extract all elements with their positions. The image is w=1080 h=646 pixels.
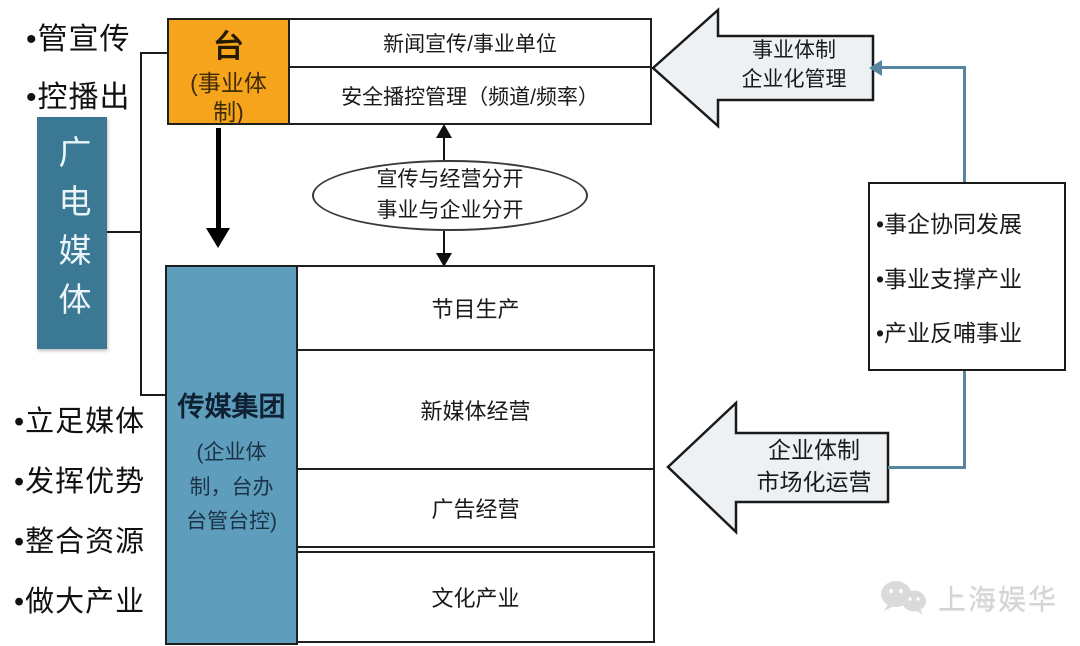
feedback-line-bottom — [888, 466, 966, 469]
up-arrow-icon — [436, 124, 452, 138]
feedback-line-vertical-lower — [963, 369, 966, 469]
feedback-line-top — [880, 66, 966, 69]
principle-institution-supports-industry: •事业支撑产业 — [876, 265, 1023, 292]
down-connector-shaft — [443, 231, 445, 255]
bracket-middle-line — [105, 231, 142, 233]
row-program-production: 节目生产 — [296, 265, 655, 351]
bullet-base-on-media: •立足媒体 — [14, 406, 146, 438]
broadcast-media-box: 广电媒体 — [37, 117, 107, 349]
watermark: 上海娱华 — [876, 576, 1058, 620]
row-new-media-operation: 新媒体经营 — [296, 349, 655, 470]
media-group-title: 传媒集团 — [177, 392, 286, 422]
separation-line-2: 事业与企业分开 — [376, 198, 524, 222]
station-to-group-arrow-head — [206, 228, 230, 248]
separation-ellipse: 宣传与经营分开 事业与企业分开 — [312, 160, 588, 231]
enterprise-arrow-line2: 市场化运营 — [756, 469, 872, 495]
station-to-group-arrow-shaft — [216, 128, 221, 230]
principle-industry-feeds-institution: •产业反哺事业 — [876, 320, 1023, 347]
up-connector-shaft — [443, 136, 445, 162]
enterprise-arrow-text: 企业体制 市场化运营 — [742, 430, 886, 502]
station-rows: 新闻宣传/事业单位 安全播控管理（频道/频率） — [288, 18, 652, 125]
down-arrow-icon — [436, 253, 452, 267]
bullet-control-broadcast: •控播出 — [26, 81, 131, 114]
feedback-line-vertical-upper — [963, 66, 966, 183]
principles-box: •事企协同发展 •事业支撑产业 •产业反哺事业 — [868, 182, 1066, 371]
row-advertising-operation: 广告经营 — [296, 468, 655, 548]
row-culture-industry: 文化产业 — [296, 551, 655, 643]
enterprise-arrow-line1: 企业体制 — [768, 436, 860, 463]
bracket-vertical-line — [140, 52, 142, 396]
media-group-subtitle: (企业体制，台办台管台控) — [186, 441, 277, 534]
institution-arrow-text: 事业体制 企业化管理 — [720, 34, 868, 96]
separation-line-1: 宣传与经营分开 — [376, 168, 524, 192]
row-news-publicity: 新闻宣传/事业单位 — [383, 33, 557, 56]
station-title: 台 — [213, 29, 244, 64]
watermark-text: 上海娱华 — [938, 584, 1059, 615]
principle-coordinated-development: •事企协同发展 — [876, 210, 1023, 237]
institution-arrow-line1: 事业体制 — [752, 38, 836, 62]
bracket-top-line — [140, 52, 169, 54]
bullet-leverage-advantages: •发挥优势 — [14, 466, 146, 498]
bullet-manage-publicity: •管宣传 — [26, 23, 131, 56]
row-safe-broadcast-control: 安全播控管理（频道/频率） — [290, 66, 650, 123]
wechat-logo-icon — [881, 581, 926, 615]
institution-arrow-line2: 企业化管理 — [741, 68, 847, 91]
station-subtitle: (事业体制) — [190, 69, 267, 125]
media-group-box: 传媒集团 (企业体制，台办台管台控) — [165, 265, 298, 645]
feedback-arrowhead-icon — [869, 60, 882, 76]
station-box: 台 (事业体制) — [167, 18, 290, 125]
bracket-bottom-line — [140, 394, 167, 396]
bullet-integrate-resources: •整合资源 — [14, 526, 146, 558]
bullet-grow-industry: •做大产业 — [14, 586, 146, 618]
